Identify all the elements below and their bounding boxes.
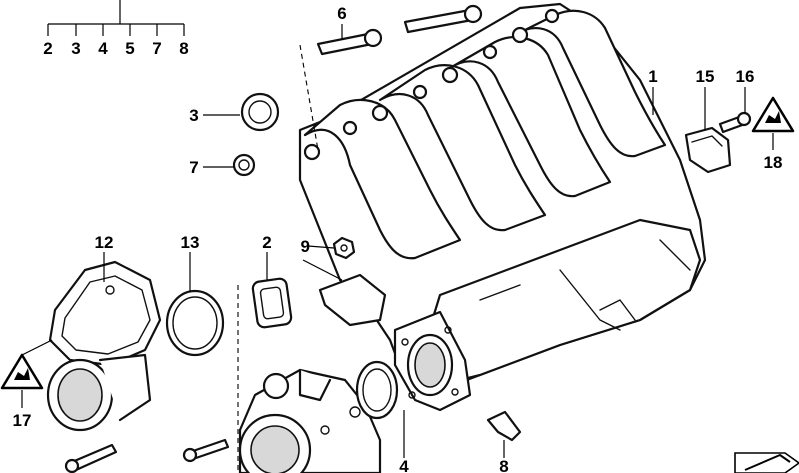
gasket-2	[251, 277, 293, 329]
callout-16: 16	[736, 67, 755, 86]
grommet-7	[232, 153, 256, 177]
bolt-lower-2	[182, 438, 230, 463]
forward-arrow-icon	[734, 452, 799, 473]
actuator-housing	[46, 260, 162, 432]
callout-3: 3	[189, 106, 198, 125]
callout-12: 12	[95, 233, 114, 252]
callout-1: 1	[648, 67, 657, 86]
o-ring-13	[165, 289, 225, 357]
bolt-lower-1	[64, 443, 118, 473]
callout-8: 8	[499, 457, 508, 473]
callout-2: 2	[262, 233, 271, 252]
group-label-3: 3	[71, 39, 80, 58]
group-label-2: 2	[43, 39, 52, 58]
long-bolt	[403, 4, 483, 34]
warning-triangle-icon	[0, 353, 44, 390]
clip-8	[486, 410, 522, 442]
callout-18: 18	[764, 153, 783, 172]
group-label-4: 4	[98, 39, 108, 58]
callout-4: 4	[399, 457, 409, 473]
callout-17: 17	[13, 411, 32, 430]
group-label-7: 7	[152, 39, 161, 58]
nut-9	[332, 236, 356, 260]
sensor-15	[684, 126, 732, 174]
bolt-6	[316, 28, 383, 56]
group-bracket	[47, 0, 185, 36]
throttle-body	[238, 368, 382, 473]
callout-7: 7	[189, 158, 198, 177]
callout-15: 15	[696, 67, 715, 86]
callout-6: 6	[337, 4, 346, 23]
intake-manifold	[298, 2, 707, 412]
group-label-8: 8	[179, 39, 188, 58]
screw-16	[718, 111, 752, 134]
callout-9: 9	[301, 237, 310, 256]
callout-13: 13	[181, 233, 200, 252]
leader-lines	[21, 24, 774, 473]
group-label-5: 5	[125, 39, 134, 58]
warning-triangle-icon	[751, 96, 795, 133]
sleeve-3	[240, 92, 280, 132]
o-ring-4	[355, 360, 399, 420]
